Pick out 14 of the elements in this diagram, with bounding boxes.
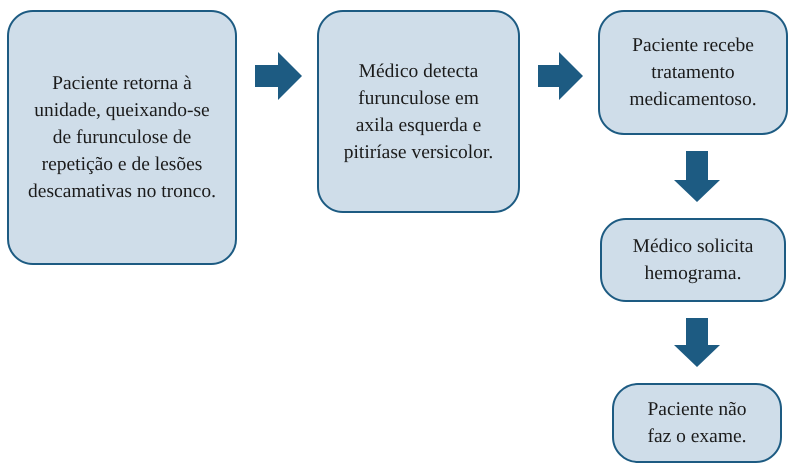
box-text: Paciente recebe tratamento medicamentoso. [628,34,758,112]
block-arrow [538,52,583,100]
process-box [600,218,786,302]
process-box [612,383,782,463]
box-text: Paciente retorna à unidade, queixando-se de furunculose de repetição e de lesões descamativas no tronco. [27,72,217,204]
box-text: Médico solicita hemograma. [632,235,754,286]
box-text: Paciente não faz o exame. [646,398,748,449]
box-text: Médico detecta furunculose em axila esquerda e pitiríase versicolor. [342,60,494,164]
process-box [7,10,237,265]
process-box [598,10,788,135]
block-arrow [255,52,302,100]
process-box [317,10,520,213]
block-arrow [674,318,720,367]
block-arrow [674,151,720,202]
